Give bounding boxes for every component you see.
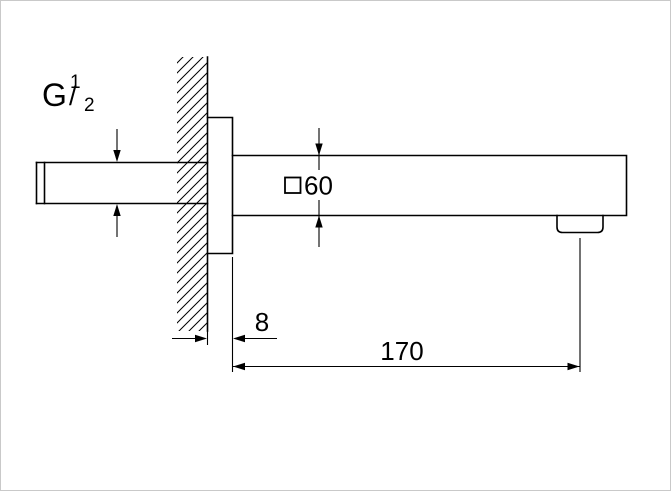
flange-outline [206, 116, 234, 255]
section-dim-bottom-arrowhead [315, 215, 323, 228]
thread-label-letter: G [42, 77, 67, 113]
spout-outline [231, 154, 628, 217]
thread-lower-arrowhead [113, 204, 121, 216]
length-dim-left-arrowhead [233, 362, 245, 371]
flange-depth-dimension: 8 [172, 257, 277, 372]
square-section-symbol [284, 176, 302, 194]
thread-label-denominator: 2 [84, 95, 95, 116]
section-dim-label-bg [280, 170, 338, 200]
spout-body [231, 154, 628, 234]
aerator-outlet-outline [556, 214, 604, 234]
section-dimension: 60 [280, 128, 338, 247]
thread-upper-arrowhead [113, 150, 121, 162]
length-dim-right-arrowhead [567, 362, 580, 371]
flange-depth-value: 8 [255, 307, 269, 337]
inlet-pipe [35, 161, 209, 205]
thread-label: G 1 / 2 [42, 72, 95, 116]
wall-hatching [177, 57, 207, 331]
thread-label-slash: / [69, 81, 77, 111]
section-dim-value: 60 [304, 171, 333, 201]
length-dimension: 170 [232, 238, 581, 372]
thread-size-indicator [113, 129, 121, 237]
flange-dim-left-arrowhead [195, 334, 207, 343]
wall-section [177, 56, 209, 332]
thread-label-numerator: 1 [70, 72, 81, 93]
section-dim-top-arrowhead [315, 143, 323, 156]
length-value: 170 [380, 336, 423, 366]
flange-dim-right-arrowhead [233, 334, 245, 343]
escutcheon-flange [206, 116, 234, 255]
